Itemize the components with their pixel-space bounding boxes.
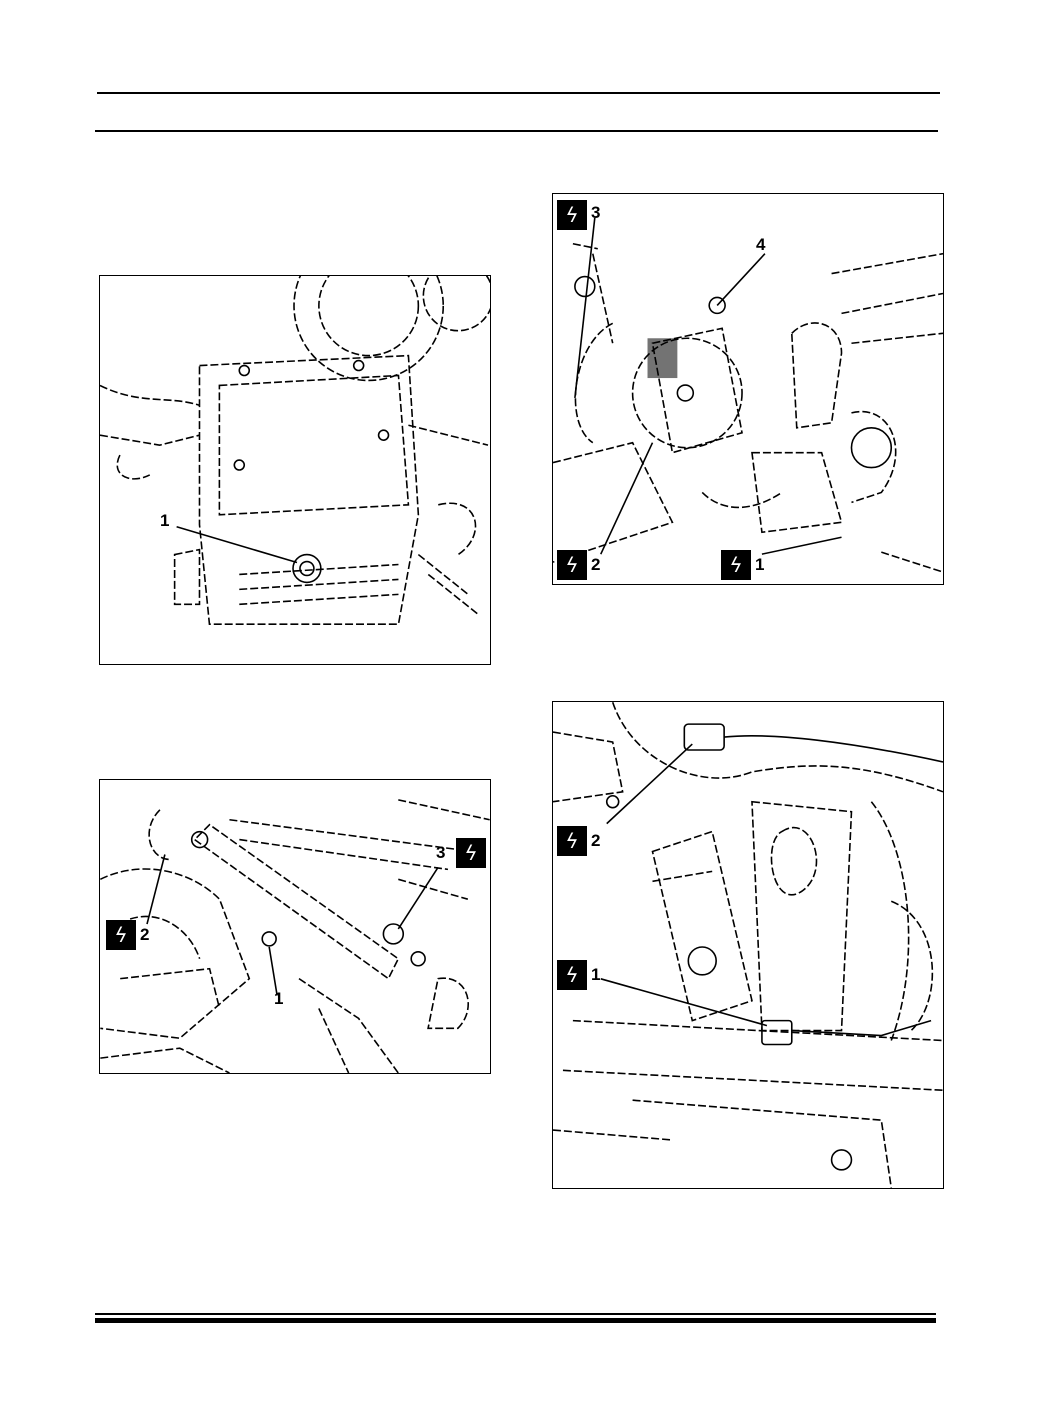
callout-1: 1 xyxy=(755,555,765,574)
injector-rail-illustration xyxy=(100,799,490,1073)
callout-1: 1 xyxy=(160,511,170,530)
callout-3: 3 xyxy=(591,203,601,222)
footer-rule-thick xyxy=(95,1318,936,1323)
electrical-warning-icon: ϟ xyxy=(456,838,486,868)
electrical-warning-icon: ϟ xyxy=(557,200,587,230)
header-rule-bottom xyxy=(95,130,938,132)
callout-1: 1 xyxy=(591,965,601,984)
callout-2: 2 xyxy=(140,925,150,944)
engine-sump-illustration xyxy=(100,276,490,626)
electrical-warning-icon: ϟ xyxy=(557,960,587,990)
figure-sensor-harness: ϟ 2 ϟ 1 xyxy=(552,701,944,1189)
sensor-harness-illustration xyxy=(553,702,943,1188)
figure-pump: ϟ 3 4 ϟ 2 ϟ 1 xyxy=(552,193,944,585)
callout-2: 2 xyxy=(591,831,601,850)
electrical-warning-icon: ϟ xyxy=(106,920,136,950)
callout-2: 2 xyxy=(591,555,601,574)
electrical-warning-icon: ϟ xyxy=(557,826,587,856)
electrical-warning-icon: ϟ xyxy=(721,550,751,580)
figure-oil-sump: 1 xyxy=(99,275,491,665)
figure-injector-rail: ϟ 2 ϟ 3 1 xyxy=(99,779,491,1074)
footer-rule-thin xyxy=(95,1313,936,1315)
callout-4: 4 xyxy=(756,235,766,254)
callout-1: 1 xyxy=(274,989,284,1008)
pump-illustration xyxy=(553,217,943,573)
electrical-warning-icon: ϟ xyxy=(557,550,587,580)
header-rule-top xyxy=(97,92,940,94)
callout-3: 3 xyxy=(436,843,446,862)
